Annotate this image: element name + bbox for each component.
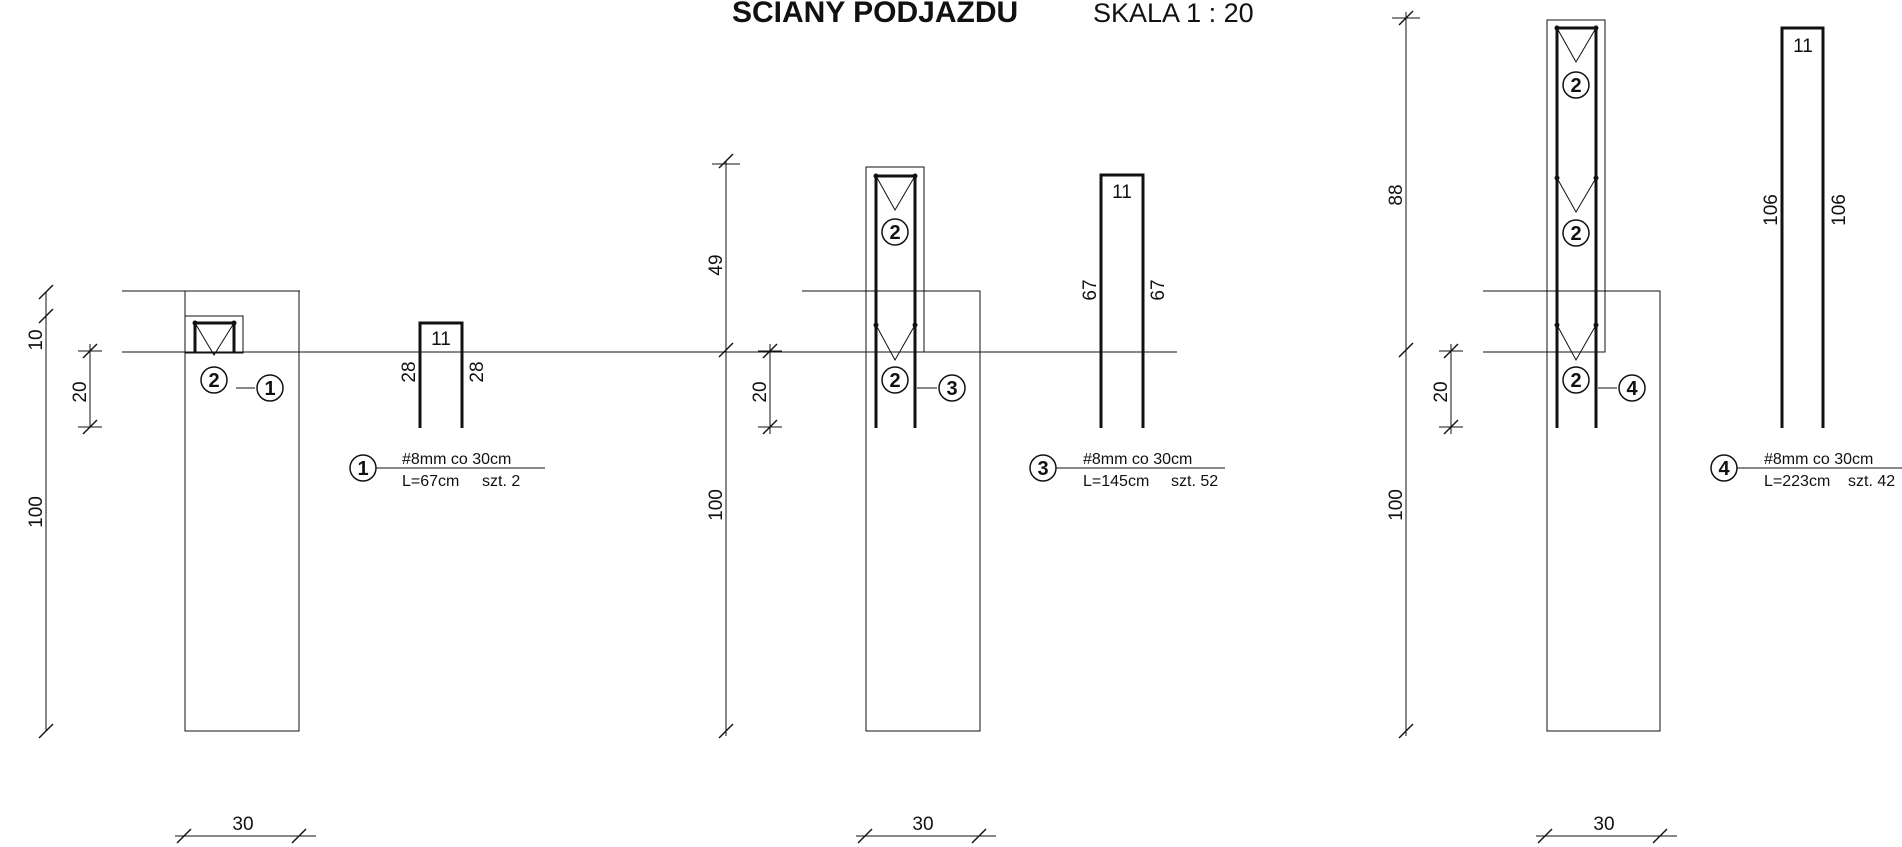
bar-length: L=145cm bbox=[1083, 473, 1149, 490]
dim-49: 49 bbox=[706, 254, 727, 275]
dim-11: 11 bbox=[431, 329, 451, 350]
rebar-u bbox=[193, 321, 236, 352]
bar-length: L=223cm bbox=[1764, 473, 1830, 490]
section-2: 2 2 3 49 100 20 30 bbox=[706, 153, 996, 844]
rebar-u bbox=[874, 174, 917, 428]
mark-2: 2 bbox=[1570, 75, 1581, 97]
dim-106-left: 106 bbox=[1761, 194, 1782, 226]
mark-2: 2 bbox=[1570, 370, 1581, 392]
dim-20: 20 bbox=[750, 381, 771, 402]
rebar-shape bbox=[1099, 173, 1145, 428]
mark-1: 1 bbox=[264, 378, 275, 400]
bar-3-note: 3 #8mm co 30cm L=145cm szt. 52 bbox=[1029, 451, 1225, 490]
mark-2: 2 bbox=[889, 370, 900, 392]
dim-100: 100 bbox=[26, 496, 47, 528]
dim-11: 11 bbox=[1112, 182, 1132, 203]
mark-2: 2 bbox=[889, 222, 900, 244]
drawing-scale: SKALA 1 : 20 bbox=[1093, 0, 1254, 28]
mark-1: 1 bbox=[357, 458, 368, 480]
dim-30: 30 bbox=[1593, 814, 1614, 835]
bar-count: szt. 2 bbox=[482, 473, 520, 490]
dim-106-right: 106 bbox=[1829, 194, 1850, 226]
bar-3-shape: 11 67 67 bbox=[1080, 173, 1169, 428]
bar-length: L=67cm bbox=[402, 473, 459, 490]
rebar-shape bbox=[1780, 26, 1825, 428]
bar-count: szt. 52 bbox=[1171, 473, 1218, 490]
dim-100: 100 bbox=[1386, 489, 1407, 521]
bar-4-note: 4 #8mm co 30cm L=223cm szt. 42 bbox=[1710, 451, 1902, 490]
dim-67-right: 67 bbox=[1148, 279, 1169, 300]
mark-3: 3 bbox=[1037, 458, 1048, 480]
bar-1-note: 1 #8mm co 30cm L=67cm szt. 2 bbox=[349, 451, 545, 490]
bar-spec: #8mm co 30cm bbox=[1764, 451, 1873, 468]
mark-2: 2 bbox=[208, 370, 219, 392]
bar-4-shape: 11 106 106 bbox=[1761, 26, 1850, 428]
wall-outline bbox=[865, 166, 925, 353]
dim-88: 88 bbox=[1386, 184, 1407, 205]
dim-11: 11 bbox=[1793, 36, 1813, 57]
mark-4: 4 bbox=[1626, 378, 1638, 400]
mark-4: 4 bbox=[1718, 458, 1730, 480]
mark-3: 3 bbox=[946, 378, 957, 400]
dim-20: 20 bbox=[70, 381, 91, 402]
dim-28-left: 28 bbox=[399, 361, 420, 382]
dim-20: 20 bbox=[1431, 381, 1452, 402]
section-3: 2 2 2 4 88 100 20 30 bbox=[1386, 10, 1677, 844]
dim-10: 10 bbox=[26, 329, 47, 350]
dim-100: 100 bbox=[706, 489, 727, 521]
wall-outline bbox=[1546, 19, 1606, 353]
dim-67-left: 67 bbox=[1080, 279, 1101, 300]
footing bbox=[865, 351, 981, 732]
bar-spec: #8mm co 30cm bbox=[402, 451, 511, 468]
rebar-u bbox=[1555, 26, 1598, 428]
bar-1-shape: 11 28 28 bbox=[399, 321, 488, 428]
drawing-title: ŚCIANY PODJAZDU bbox=[732, 0, 1018, 29]
mark-2: 2 bbox=[1570, 223, 1581, 245]
dim-30: 30 bbox=[912, 814, 933, 835]
dim-30: 30 bbox=[232, 814, 253, 835]
footing bbox=[184, 290, 300, 732]
tie-bar bbox=[194, 322, 235, 356]
bar-spec: #8mm co 30cm bbox=[1083, 451, 1192, 468]
footing bbox=[1546, 290, 1661, 732]
dim-28-right: 28 bbox=[467, 361, 488, 382]
mark-circle bbox=[200, 366, 228, 394]
section-1: 2 1 10 100 20 30 bbox=[26, 284, 316, 844]
rebar-shape bbox=[418, 321, 464, 428]
bar-count: szt. 42 bbox=[1848, 473, 1895, 490]
